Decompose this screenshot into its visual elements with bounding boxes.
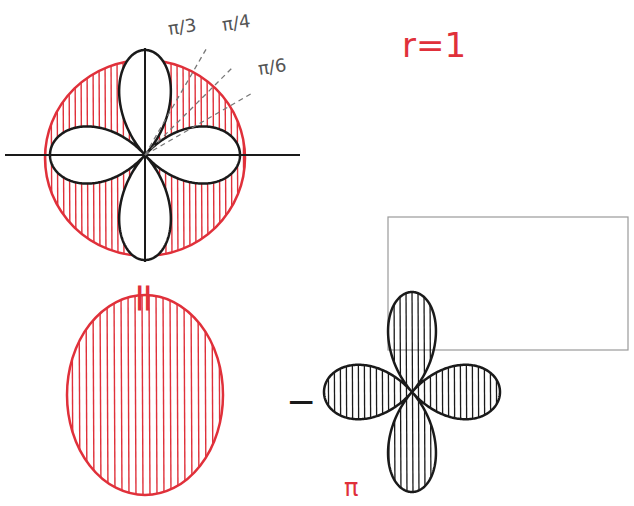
hatch-line [364,288,365,496]
hatch-line [340,288,341,496]
hatch-line [370,288,371,496]
hatch-line [382,288,383,496]
hatch-line [478,288,479,496]
hatch-line [424,288,425,496]
hatch-line [454,288,455,496]
hatch-line [466,288,467,496]
hatch-line [400,288,401,496]
rose-hatching [322,288,503,496]
hatch-line [460,288,461,496]
hatch-line [406,288,407,496]
hatch-line [107,290,108,500]
hatch-line [418,288,419,496]
angle-label: π/3 [167,16,198,38]
hatch-line [358,288,359,496]
hatch-line [394,288,395,496]
hatch-line [100,290,101,500]
hatch-line [135,290,136,500]
hatch-line [121,290,122,500]
hatch-line [184,290,185,500]
hatch-line [72,290,73,500]
hatch-line [191,290,192,500]
rose-curve [324,292,500,492]
hatch-line [142,290,143,500]
hatch-line [334,288,335,496]
hatch-line [86,290,87,500]
hatch-line [502,288,503,496]
hatch-line [149,290,150,500]
hatch-line [346,288,347,496]
hatch-line [472,288,473,496]
angle-label: π/6 [257,56,288,78]
hatch-line [496,288,497,496]
hatch-line [352,288,353,496]
pi-note: π [344,476,358,500]
angle-ray [145,47,208,155]
hatch-line [376,288,377,496]
circle-hatching [65,290,227,500]
hatch-line [212,290,213,500]
equals-sign: = [125,281,165,315]
hatch-line [163,290,164,500]
hatch-line [219,290,220,500]
hatch-line [177,290,178,500]
angle-rays [145,47,253,155]
hatch-line [205,290,206,500]
hatch-line [430,288,431,496]
hatch-line [156,290,157,500]
hatch-line [114,290,115,500]
hatch-line [448,288,449,496]
hatch-line [170,290,171,500]
hatch-line [226,290,227,500]
x-axis [5,154,300,156]
minus-sign: − [286,384,316,420]
hatch-line [490,288,491,496]
hatch-line [79,290,80,500]
circle [67,295,223,495]
hatch-line [128,290,129,500]
hatch-line [442,288,443,496]
angle-label: π/4 [221,12,252,34]
radius-note: r=1 [402,28,466,62]
angle-ray [145,93,253,156]
hatch-line [484,288,485,496]
angle-ray [145,67,233,155]
hatch-line [328,288,329,496]
hatch-line [249,55,250,260]
